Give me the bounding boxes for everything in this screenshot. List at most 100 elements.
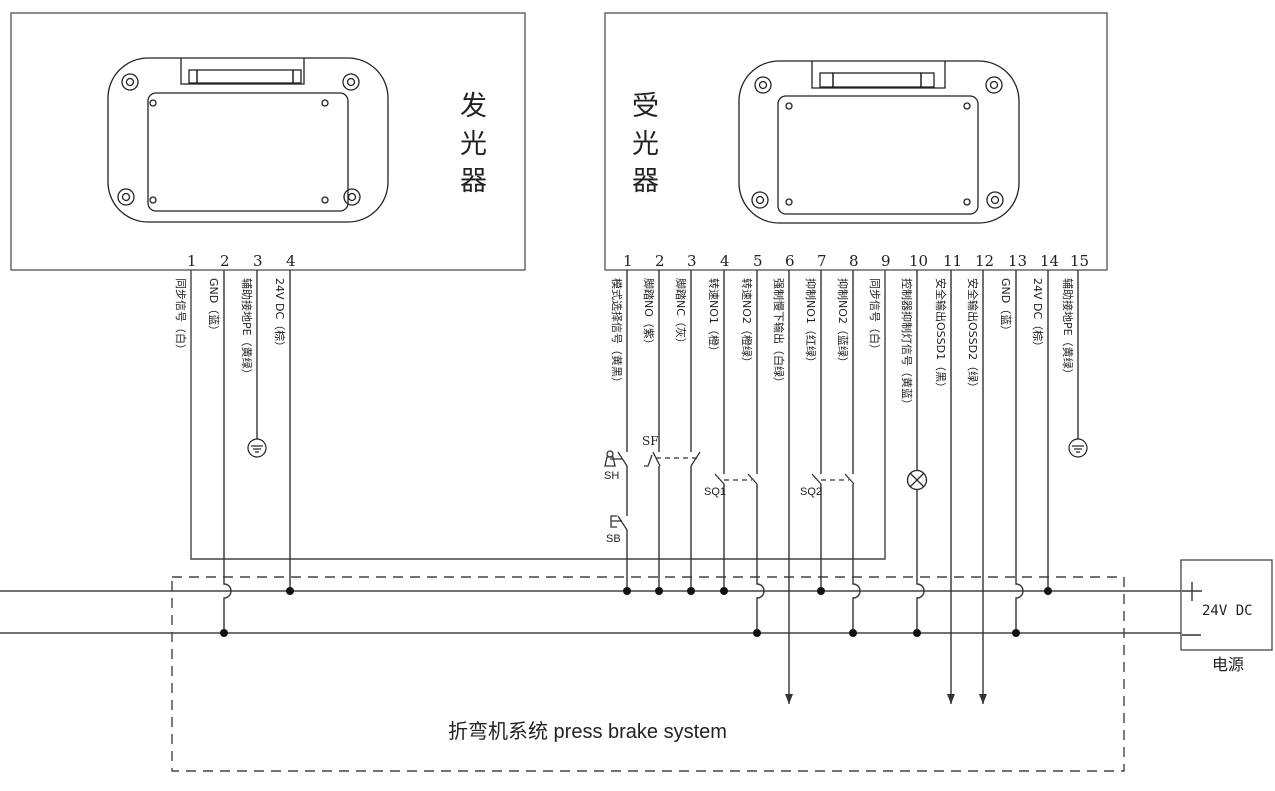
system-label: 折弯机系统 press brake system xyxy=(448,720,727,743)
emitter-pin-number: 2 xyxy=(220,252,230,270)
receiver-pin-12: 12 安全输出OSSD2（绿） xyxy=(966,252,994,393)
power-supply: 24V DC 电源 xyxy=(1180,559,1273,674)
receiver-pin8-wire-bottom xyxy=(852,484,861,633)
receiver-wire-label: 模式选择信号（黄黑） xyxy=(610,278,624,388)
junction-dot xyxy=(913,629,921,637)
switch-sq2-label: SQ2 xyxy=(800,486,822,498)
receiver-pin-number: 11 xyxy=(943,252,962,270)
switch-sq1-label: SQ1 xyxy=(704,486,726,498)
switch-sq1 xyxy=(714,473,758,485)
key-icon xyxy=(606,450,614,458)
junction-dot xyxy=(220,629,228,637)
screw-hole xyxy=(125,77,135,87)
screw-hole xyxy=(755,195,765,205)
emitter-housing xyxy=(107,57,389,223)
receiver-pin-number: 14 xyxy=(1040,252,1059,270)
receiver-pin-number: 2 xyxy=(655,252,665,270)
emitter-connector-slot xyxy=(196,69,294,84)
screw-icon xyxy=(785,102,793,110)
junction-dots xyxy=(220,587,1052,637)
receiver-wire-label: 脚踏NC（灰） xyxy=(674,278,688,349)
emitter-wire-label: GND（蓝） xyxy=(207,278,220,336)
receiver-wire-label: 同步信号（白） xyxy=(868,278,882,355)
receiver-title-char-2: 光 xyxy=(632,129,659,160)
junction-dot xyxy=(753,629,761,637)
junction-dot xyxy=(817,587,825,595)
receiver-wire-label: 强制慢下输出（白绿） xyxy=(772,278,786,388)
screw-icon xyxy=(985,76,1003,94)
receiver-pin-number: 8 xyxy=(849,252,859,270)
receiver-pin-9: 9 同步信号（白） xyxy=(868,252,891,355)
receiver-connector-tab-right xyxy=(920,72,935,88)
receiver-pin10-wire-bottom xyxy=(916,490,925,633)
power-supply-label: 24V DC xyxy=(1202,603,1253,619)
receiver-wire-label: 辅助接地PE（黄绿） xyxy=(1061,278,1075,380)
screw-icon xyxy=(754,76,772,94)
screw-icon xyxy=(321,196,329,204)
screw-icon xyxy=(963,198,971,206)
screw-hole xyxy=(989,80,999,90)
receiver-wire-label: GND（蓝） xyxy=(999,278,1012,336)
ground-icon xyxy=(247,438,267,458)
receiver-pin-number: 10 xyxy=(909,252,928,270)
screw-hole xyxy=(990,195,1000,205)
emitter-connector-tab-left xyxy=(188,69,198,84)
receiver-pin-number: 15 xyxy=(1070,252,1089,270)
screw-icon xyxy=(343,188,361,206)
power-supply-name: 电源 xyxy=(1212,655,1244,674)
receiver-wire-label: 脚踏NO（紫） xyxy=(642,278,656,350)
switch-sh xyxy=(604,450,628,467)
screw-icon xyxy=(785,198,793,206)
receiver-pin-number: 12 xyxy=(975,252,994,270)
screw-icon xyxy=(149,99,157,107)
emitter-connector-tab-right xyxy=(292,69,302,84)
screw-hole xyxy=(758,80,768,90)
receiver-wire-label: 抑制NO1（红绿） xyxy=(804,278,818,368)
screw-hole xyxy=(347,192,357,202)
receiver-box xyxy=(604,12,1108,271)
screw-icon xyxy=(121,73,139,91)
junction-dot xyxy=(655,587,663,595)
receiver-housing xyxy=(738,60,1020,224)
receiver-wire-label: 安全输出OSSD2（绿） xyxy=(966,278,980,393)
receiver-wire-label: 转速NO2（橙绿） xyxy=(740,278,754,368)
switch-sf-label: SF xyxy=(642,434,659,448)
switch-sb xyxy=(610,515,628,531)
screw-hole xyxy=(121,192,131,202)
switch-sf xyxy=(644,451,701,467)
emitter-pin-number: 1 xyxy=(187,252,197,270)
junction-dot xyxy=(1044,587,1052,595)
receiver-pin-number: 9 xyxy=(881,252,891,270)
receiver-unit: 受 光 器 1模式选择信号（黄黑）2脚踏NO（紫）3脚踏NC（灰）4转速NO1（… xyxy=(604,12,1108,410)
wires xyxy=(223,270,1079,704)
screw-icon xyxy=(986,191,1004,209)
ground-icon xyxy=(1068,438,1088,458)
sync-link-wire xyxy=(190,270,886,560)
bus-lines xyxy=(0,590,1182,634)
receiver-pin-number: 7 xyxy=(817,252,827,270)
junction-dot xyxy=(286,587,294,595)
screw-icon xyxy=(117,188,135,206)
junction-dot xyxy=(720,587,728,595)
receiver-connector-slot xyxy=(832,72,922,88)
screw-icon xyxy=(963,102,971,110)
receiver-title-char-1: 受 xyxy=(632,91,659,122)
emitter-title-char-2: 光 xyxy=(460,129,487,160)
